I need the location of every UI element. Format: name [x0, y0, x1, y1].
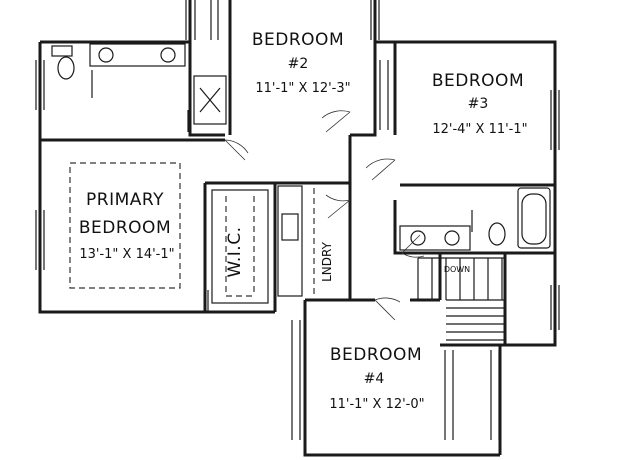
stairs	[417, 257, 505, 341]
laundry-sink-icon	[281, 213, 299, 241]
hall-bath-fixtures	[399, 187, 551, 251]
sink-icon	[98, 47, 114, 63]
bedroom2-number: #2	[288, 56, 309, 72]
stairs-label: DOWN	[444, 265, 470, 274]
bathtub-icon	[517, 187, 551, 249]
room-labels: BEDROOM #2 11'-1" X 12'-3" BEDROOM #3 12…	[79, 30, 528, 412]
bedroom2-dims: 11'-1" X 12'-3"	[255, 81, 350, 96]
bedroom2-name: BEDROOM	[252, 30, 344, 50]
bed-outline	[69, 162, 181, 289]
wic-name: W.I.C.	[225, 227, 245, 278]
linen-closet	[193, 75, 227, 125]
doors	[224, 110, 425, 321]
bedroom4-name: BEDROOM	[330, 345, 422, 365]
primary-name-line2: BEDROOM	[79, 218, 171, 238]
sink-icon	[160, 47, 176, 63]
exterior-walls	[38, 0, 557, 457]
primary-bath-fixtures	[51, 43, 189, 132]
sink-icon	[410, 230, 426, 246]
laundry-interior	[277, 185, 315, 297]
bedroom3-number: #3	[468, 96, 489, 112]
toilet-icon	[488, 222, 506, 246]
bedroom3-dims: 12'-4" X 11'-1"	[432, 122, 527, 137]
toilet-icon	[57, 56, 75, 80]
windows	[35, 0, 560, 440]
wic-interior	[207, 189, 269, 312]
primary-dims: 13'-1" X 14'-1"	[79, 247, 174, 262]
bedroom4-number: #4	[364, 371, 385, 387]
laundry-name: LNDRY	[320, 241, 334, 281]
bedroom4-dims: 11'-1" X 12'-0"	[329, 397, 424, 412]
sink-icon	[444, 230, 460, 246]
bedroom3-name: BEDROOM	[432, 71, 524, 91]
primary-name-line1: PRIMARY	[86, 190, 164, 210]
